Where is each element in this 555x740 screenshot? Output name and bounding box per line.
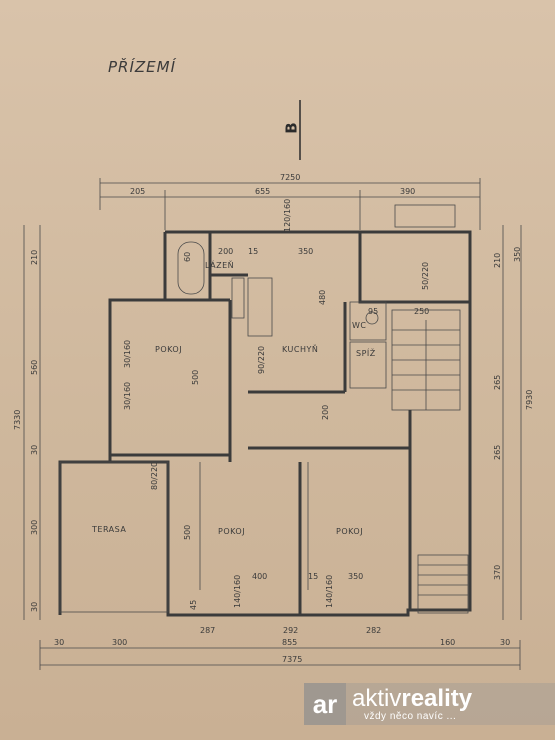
watermark-name-b: reality	[401, 685, 473, 712]
chimney-stack	[247, 277, 273, 337]
dim-mid-15b: 15	[248, 247, 258, 256]
dim-left-e: 30	[30, 602, 39, 612]
dim-mid-30-160b: 30/160	[123, 382, 132, 410]
dim-top-b: 655	[255, 187, 270, 196]
dim-mid-95: 95	[368, 307, 378, 316]
dim-bottom-e: 30	[500, 638, 510, 647]
dim-bottom-a: 30	[54, 638, 64, 647]
dim-top-c: 390	[400, 187, 415, 196]
stove	[231, 277, 245, 319]
dim-mid-140-160: 140/160	[233, 575, 242, 608]
dim-inner-b: 292	[283, 626, 298, 635]
room-wc: WC	[352, 321, 367, 330]
room-kuchyn: KUCHYŇ	[282, 344, 318, 354]
dim-mid-350: 350	[348, 572, 363, 581]
dim-right-a: 210	[493, 253, 502, 268]
dim-top-total: 7250	[280, 173, 300, 182]
terrace	[59, 461, 169, 613]
bathtub	[177, 241, 205, 295]
dim-right-e: 370	[493, 565, 502, 580]
dim-mid-400: 400	[252, 572, 267, 581]
watermark-name-a: aktiv	[352, 685, 402, 712]
spiz-room	[349, 341, 387, 389]
dim-mid-50-220: 50/220	[421, 262, 430, 290]
dim-left-b: 560	[30, 360, 39, 375]
exterior-wall-top-right	[360, 230, 472, 302]
dim-mid-80-220: 80/220	[150, 462, 159, 490]
dim-right-d: 265	[493, 445, 502, 460]
plan-title: PŘÍZEMÍ	[108, 58, 177, 76]
dim-right-b: 350	[513, 247, 522, 262]
dim-mid-500b: 500	[183, 525, 192, 540]
dim-left-a: 210	[30, 250, 39, 265]
watermark-logo: ar aktivreality vždy něco navíc ...	[304, 683, 555, 725]
dim-inner-c: 282	[366, 626, 381, 635]
dim-left-d: 300	[30, 520, 39, 535]
watermark-tagline: vždy něco navíc ...	[364, 711, 457, 722]
dim-mid-500: 500	[191, 370, 200, 385]
room-pokoj-right: POKOJ	[336, 527, 363, 536]
room-terasa: TERASA	[91, 525, 126, 534]
dim-mid-45: 45	[189, 600, 198, 610]
dim-mid-140-160b: 140/160	[325, 575, 334, 608]
watermark-mark: ar	[304, 683, 346, 725]
dim-bottom-total: 7375	[282, 655, 302, 664]
wc-room	[349, 301, 387, 341]
dim-mid-350k: 350	[298, 247, 313, 256]
dim-mid-480: 480	[318, 290, 327, 305]
dim-mid-15: 15	[308, 572, 318, 581]
dim-left-c: 30	[30, 445, 39, 455]
dim-inner-a: 287	[200, 626, 215, 635]
dim-mid-60: 60	[183, 252, 192, 262]
dim-mid-200b: 200	[321, 405, 330, 420]
dim-right-c: 265	[493, 375, 502, 390]
dim-right-total: 7930	[525, 390, 534, 410]
exterior-stairs	[417, 554, 469, 614]
room-lazen: LÁZEŇ	[205, 259, 234, 270]
watermark-name: aktivreality	[352, 685, 472, 713]
dim-mid-200: 200	[218, 247, 233, 256]
dim-mid-90-220: 90/220	[257, 346, 266, 374]
dim-left-total: 7330	[13, 410, 22, 430]
dim-top-a: 205	[130, 187, 145, 196]
dim-bottom-c: 855	[282, 638, 297, 647]
room-pokoj-mid: POKOJ	[218, 527, 245, 536]
room-spiz: SPÍŽ	[356, 347, 376, 358]
dim-mid-30-160: 30/160	[123, 340, 132, 368]
dim-mid-250: 250	[414, 307, 429, 316]
dim-bottom-d: 160	[440, 638, 455, 647]
dim-mid-120-160: 120/160	[283, 199, 292, 232]
room-pokoj-left: POKOJ	[155, 345, 182, 354]
toilet	[365, 311, 379, 325]
dim-bottom-b: 300	[112, 638, 127, 647]
chimney	[394, 204, 456, 228]
